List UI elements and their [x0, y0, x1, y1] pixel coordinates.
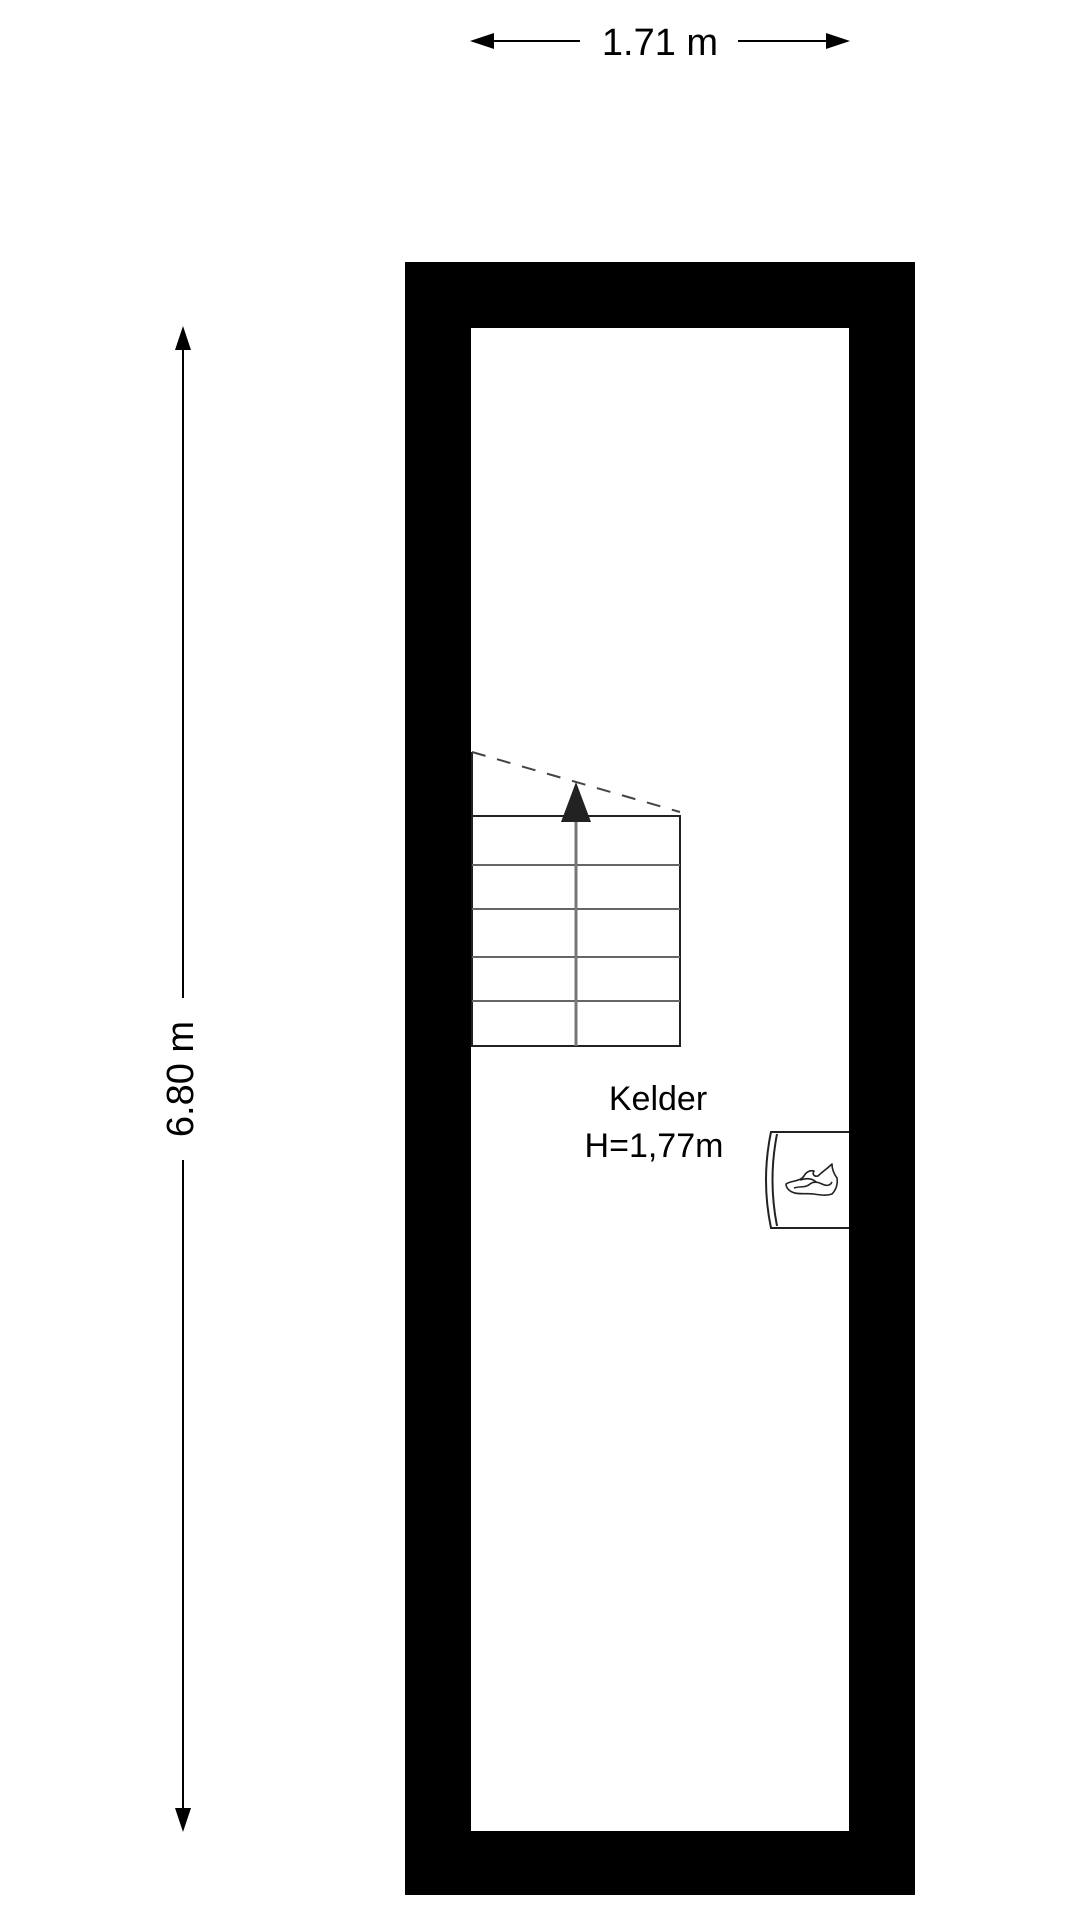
height-arrow-bottom-icon — [175, 1808, 191, 1832]
stairs — [471, 751, 681, 1047]
room-height: H=1,77m — [585, 1127, 724, 1165]
flame-icon — [785, 1163, 839, 1196]
outer-walls — [405, 262, 915, 1895]
stairs-up-arrow-icon — [561, 782, 591, 822]
boiler-inner-curve — [771, 1133, 778, 1227]
boiler — [765, 1131, 849, 1229]
height-arrow-top-icon — [175, 326, 191, 350]
height-dimension: 6.80 m — [160, 326, 202, 1832]
room-name: Kelder — [609, 1080, 707, 1118]
room-label: Kelder H=1,77m — [585, 1080, 724, 1165]
width-arrow-right-icon — [826, 33, 850, 49]
boiler-outline — [765, 1131, 849, 1229]
width-arrow-left-icon — [470, 33, 494, 49]
width-dimension: 1.71 m — [470, 22, 850, 64]
height-dimension-label: 6.80 m — [160, 1021, 202, 1137]
width-dimension-label: 1.71 m — [602, 22, 718, 64]
